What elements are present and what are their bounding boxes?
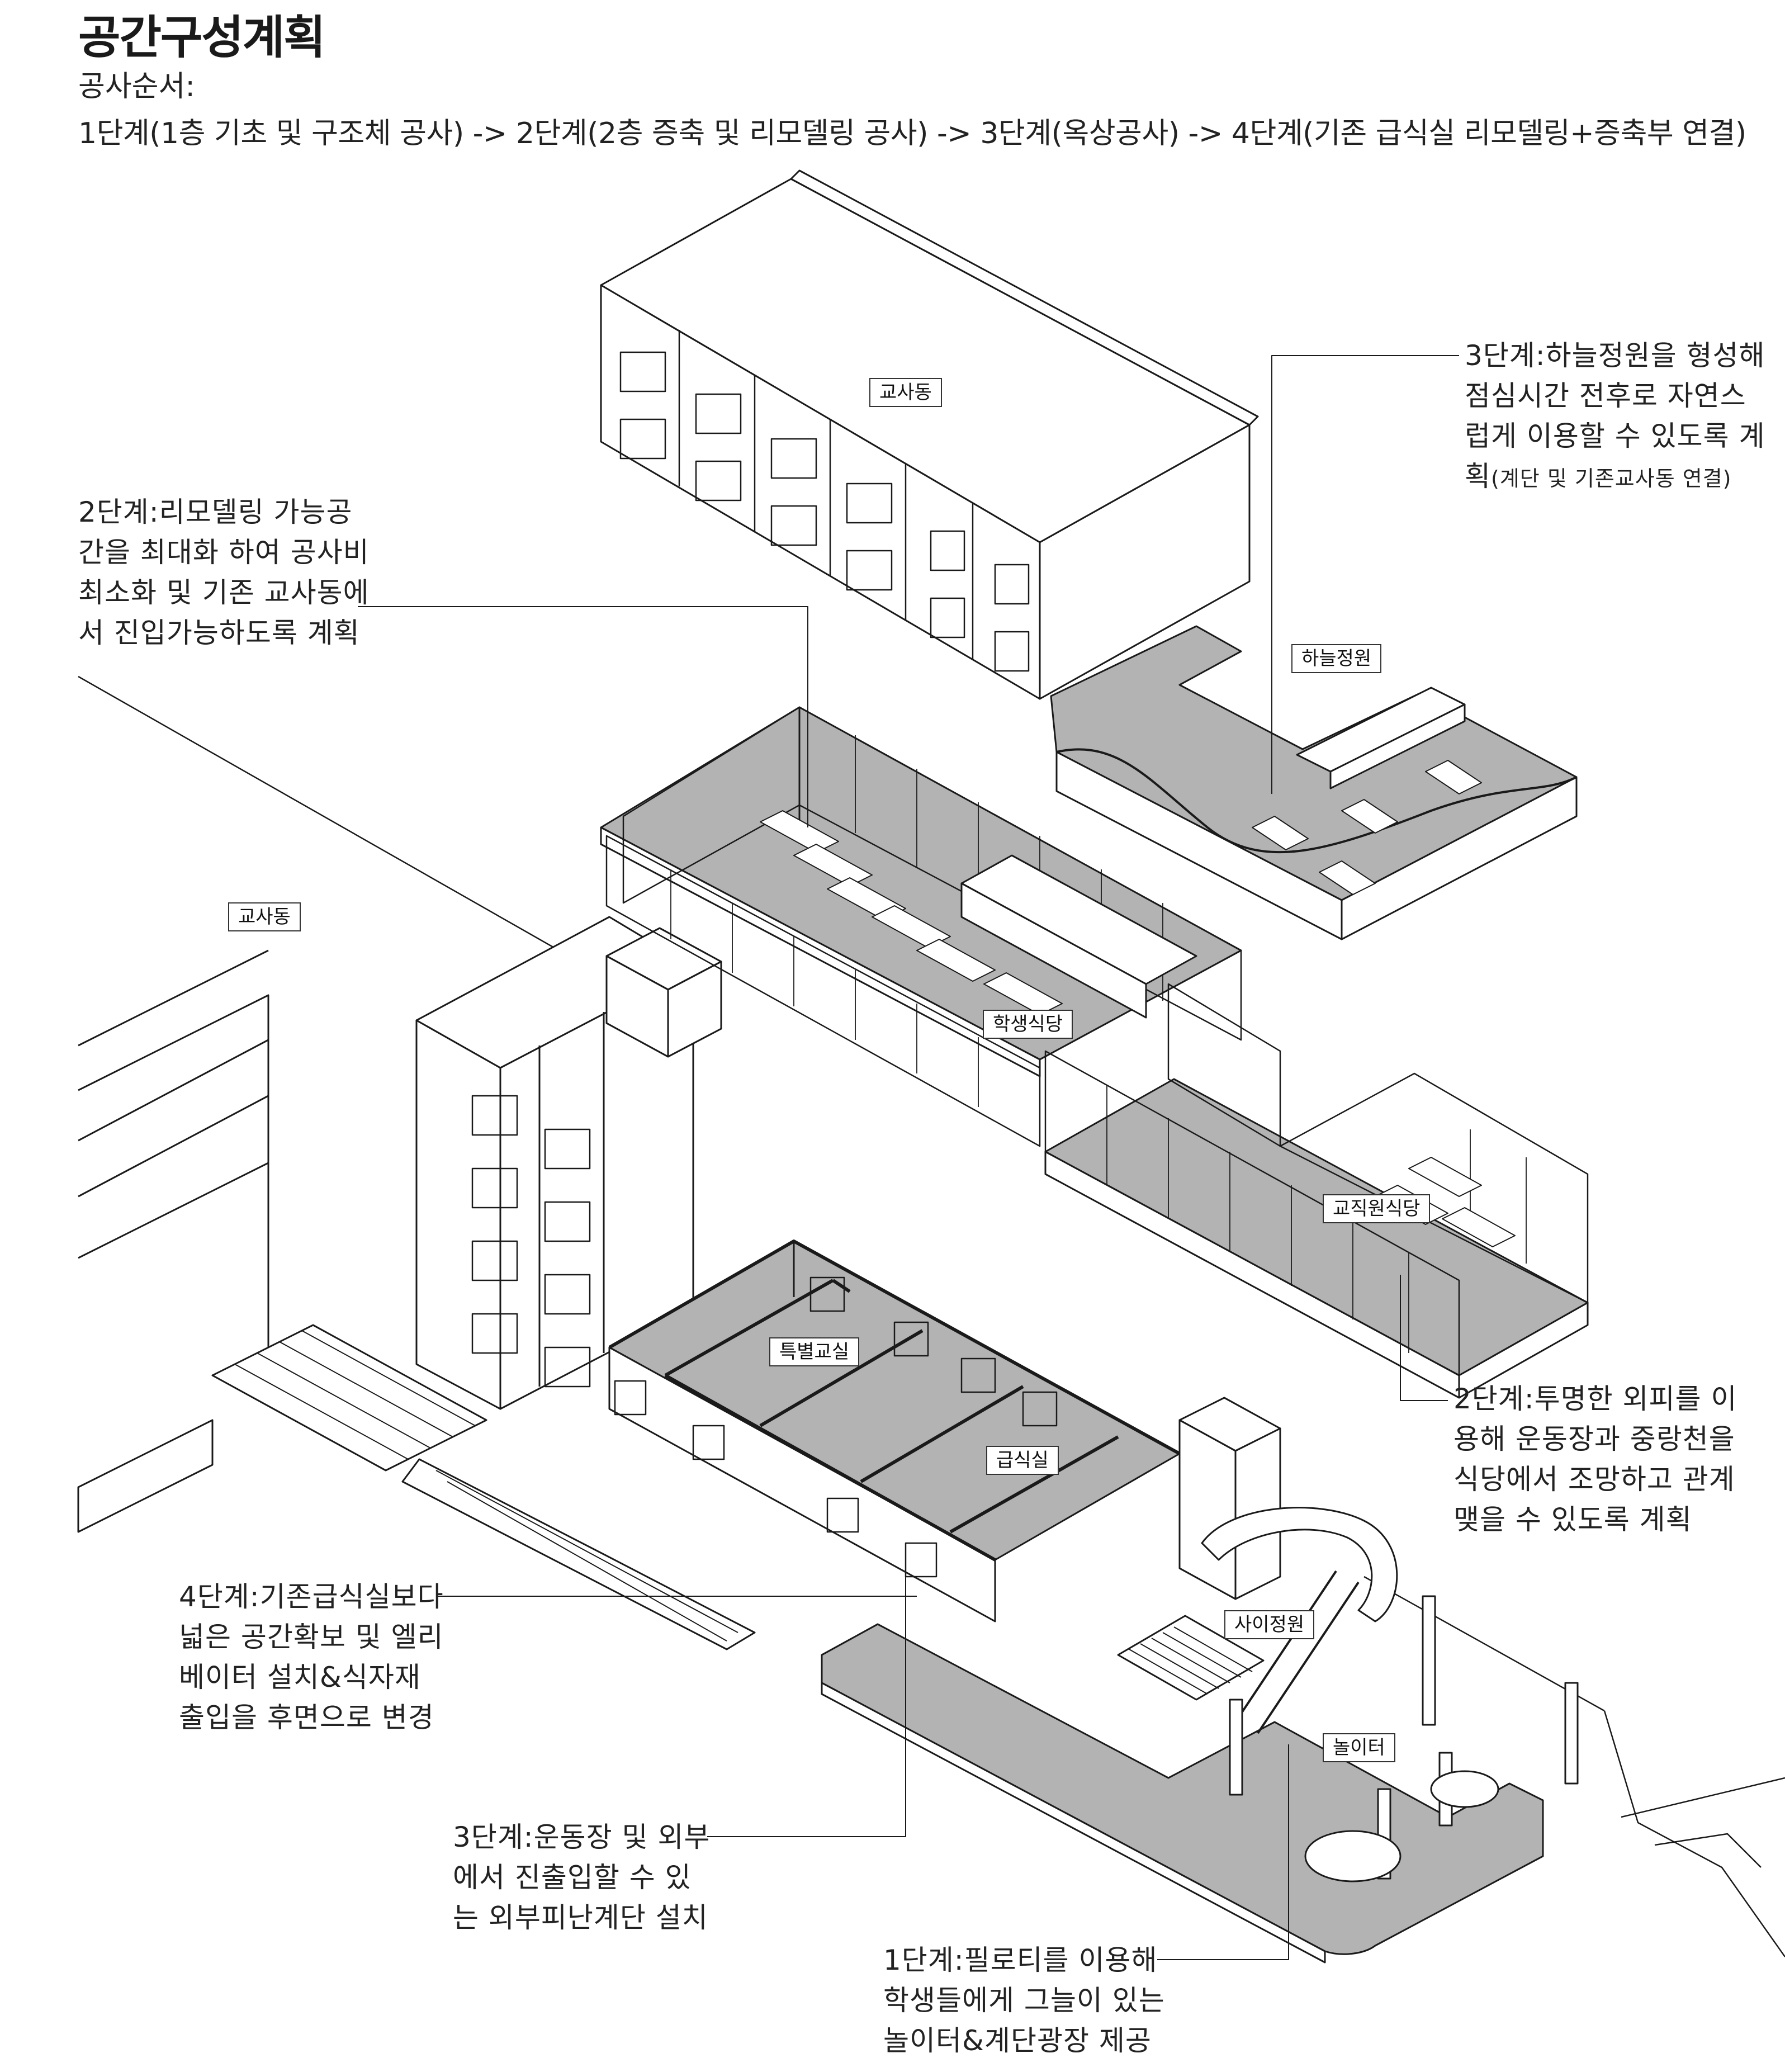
note-line: 출입을 후면으로 변경 xyxy=(179,1701,434,1734)
note-line: 2단계:리모델링 가능공 xyxy=(78,496,353,528)
note-line: 식당에서 조망하고 관계 xyxy=(1453,1463,1735,1496)
note-line: 4단계:기존급식실보다 xyxy=(179,1581,444,1613)
note-stage4-kitchen: 4단계:기존급식실보다 넓은 공간확보 및 엘리 베이터 설치&식자재 출입을 … xyxy=(179,1577,444,1738)
label-between-garden: 사이정원 xyxy=(1224,1610,1315,1639)
note-line: 맺을 수 있도록 계획 xyxy=(1453,1503,1692,1536)
second-floor-cafeteria xyxy=(600,706,1589,1399)
existing-school-building-top xyxy=(600,169,1259,700)
note-line: 학생들에게 그늘이 있는 xyxy=(883,1984,1165,2017)
note-line: 놀이터&계단광장 제공 xyxy=(883,2024,1152,2057)
page-title: 공간구성계획 xyxy=(78,11,326,64)
note-line: 간을 최대화 하여 공사비 xyxy=(78,536,370,569)
note-line: 1단계:필로티를 이용해 xyxy=(883,1944,1158,1976)
label-staff-cafeteria: 교직원식당 xyxy=(1323,1194,1431,1223)
note-line: 베이터 설치&식자재 xyxy=(179,1661,421,1693)
note-stage3-sky-garden: 3단계:하늘정원을 형성해 점심시간 전후로 자연스 럽게 이용할 수 있도록 … xyxy=(1465,335,1765,499)
note-line: 최소화 및 기존 교사동에 xyxy=(78,576,370,609)
label-sky-garden: 하늘정원 xyxy=(1291,644,1382,673)
note-stage2-remodel: 2단계:리모델링 가능공 간을 최대화 하여 공사비 최소화 및 기존 교사동에… xyxy=(78,492,370,653)
note-line: 넓은 공간확보 및 엘리 xyxy=(179,1621,444,1653)
label-playground: 놀이터 xyxy=(1323,1733,1395,1762)
note-line: 럽게 이용할 수 있도록 계 xyxy=(1465,420,1765,452)
label-school-building-top: 교사동 xyxy=(869,378,942,407)
site-lines xyxy=(78,675,1785,1957)
note-line: 2단계:투명한 외피를 이 xyxy=(1453,1383,1737,1415)
note-line: 에서 진출입할 수 있 xyxy=(453,1861,692,1894)
construction-sequence: 1단계(1층 기초 및 구조체 공사) -> 2단계(2층 증축 및 리모델링 … xyxy=(78,117,1746,150)
note-line: 용해 운동장과 중랑천을 xyxy=(1453,1423,1735,1455)
note-line: 획 xyxy=(1465,460,1491,493)
sky-garden xyxy=(1050,625,1578,940)
first-floor xyxy=(608,1240,1579,1964)
note-line: 점심시간 전후로 자연스 xyxy=(1465,380,1746,412)
label-special-classroom: 특별교실 xyxy=(769,1337,860,1366)
label-kitchen: 급식실 xyxy=(986,1446,1059,1475)
label-school-building-left: 교사동 xyxy=(228,902,301,931)
leader-lines xyxy=(358,355,1459,1960)
note-line: 3단계:하늘정원을 형성해 xyxy=(1465,339,1765,372)
note-line: 서 진입가능하도록 계획 xyxy=(78,617,360,649)
note-stage2-transparent-skin: 2단계:투명한 외피를 이 용해 운동장과 중랑천을 식당에서 조망하고 관계 … xyxy=(1453,1379,1737,1540)
note-line: 는 외부피난계단 설치 xyxy=(453,1901,708,1934)
existing-school-building-left xyxy=(77,916,756,1650)
note-stage1-pilotis: 1단계:필로티를 이용해 학생들에게 그늘이 있는 놀이터&계단광장 제공 xyxy=(883,1940,1165,2061)
note-line: 3단계:운동장 및 외부 xyxy=(453,1821,711,1853)
construction-order-heading: 공사순서: xyxy=(78,70,195,103)
note-stage3-evacuation-stair: 3단계:운동장 및 외부 에서 진출입할 수 있 는 외부피난계단 설치 xyxy=(453,1817,710,1938)
note-line-small: (계단 및 기존교사동 연결) xyxy=(1491,466,1732,491)
label-student-cafeteria: 학생식당 xyxy=(983,1010,1073,1039)
